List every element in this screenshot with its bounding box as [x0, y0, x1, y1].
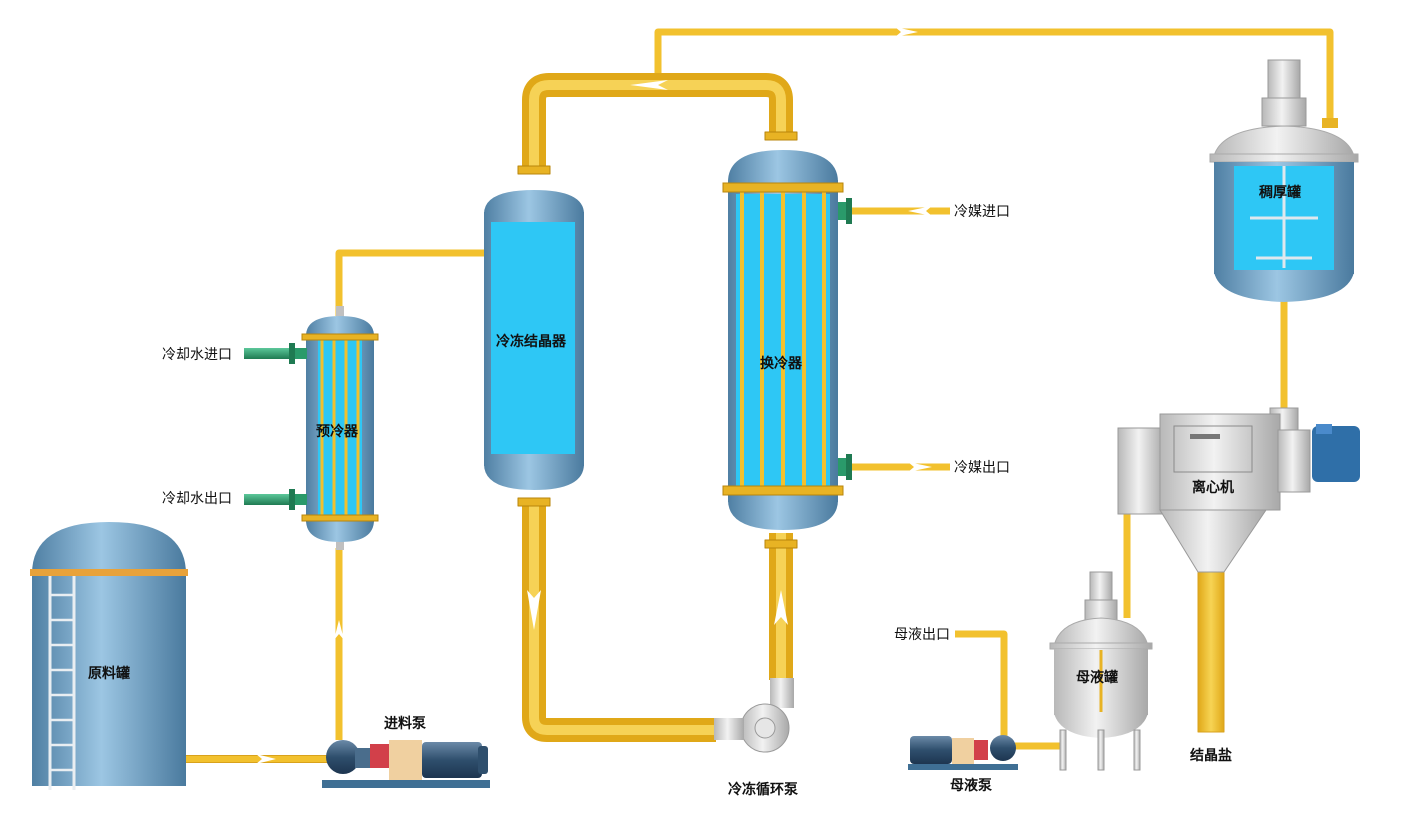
arrow-icon — [334, 620, 344, 640]
pipe-crystal-salt — [1197, 571, 1225, 733]
raw-tank-label: 原料罐 — [88, 665, 130, 682]
heat-exchanger: 换冷器 — [722, 150, 852, 530]
cool-water-out-label: 冷却水出口 — [162, 491, 232, 507]
cool-water-out-nozzle — [244, 494, 292, 505]
arrow-icon — [527, 590, 541, 630]
precooler: 预冷器 — [244, 306, 379, 550]
arrow-icon — [895, 27, 918, 37]
mother-tank: 母液罐 — [1049, 571, 1153, 771]
pipe-crystallizer-bottom-loop — [522, 500, 716, 742]
arrow-icon — [908, 206, 932, 216]
thickener: 稠厚罐 — [1209, 59, 1359, 302]
cool-water-in-label: 冷却水进口 — [162, 347, 232, 363]
feed-pump: 进料泵 — [322, 715, 490, 788]
heat-exchanger-label: 换冷器 — [760, 355, 803, 372]
centrifuge: 离心机 — [1117, 407, 1360, 573]
feed-pump-label: 进料泵 — [384, 715, 426, 732]
raw-tank: 原料罐 — [30, 522, 188, 790]
centrifuge-label: 离心机 — [1192, 479, 1234, 496]
cool-water-in-nozzle — [244, 348, 292, 359]
refrigerant-out-label: 冷媒出口 — [954, 460, 1010, 476]
ladder — [48, 576, 76, 790]
precooler-label: 预冷器 — [316, 423, 359, 440]
pipe-overhead-to-thickener — [654, 28, 1334, 120]
arrow-icon — [256, 754, 276, 764]
mother-pump-label: 母液泵 — [950, 777, 992, 794]
pipe-precooler-to-crystallizer — [335, 249, 484, 316]
thickener-label: 稠厚罐 — [1259, 184, 1301, 201]
freeze-crystallizer-label: 冷冻结晶器 — [496, 333, 567, 350]
pipe-mother-outlet — [955, 630, 1008, 738]
freeze-crystallizer: 冷冻结晶器 — [484, 190, 584, 490]
refrigerant-in-label: 冷媒进口 — [954, 204, 1010, 220]
arrow-icon — [630, 80, 668, 90]
mother-tank-label: 母液罐 — [1076, 669, 1118, 686]
mother-outlet-label: 母液出口 — [894, 627, 950, 643]
circulation-pump-label: 冷冻循环泵 — [728, 781, 798, 798]
crystal-salt-label: 结晶盐 — [1190, 747, 1232, 764]
arrow-icon — [774, 590, 788, 625]
arrow-icon — [908, 462, 932, 472]
circulation-pump: 冷冻循环泵 — [714, 678, 798, 798]
mother-pump: 母液泵 — [908, 735, 1018, 794]
